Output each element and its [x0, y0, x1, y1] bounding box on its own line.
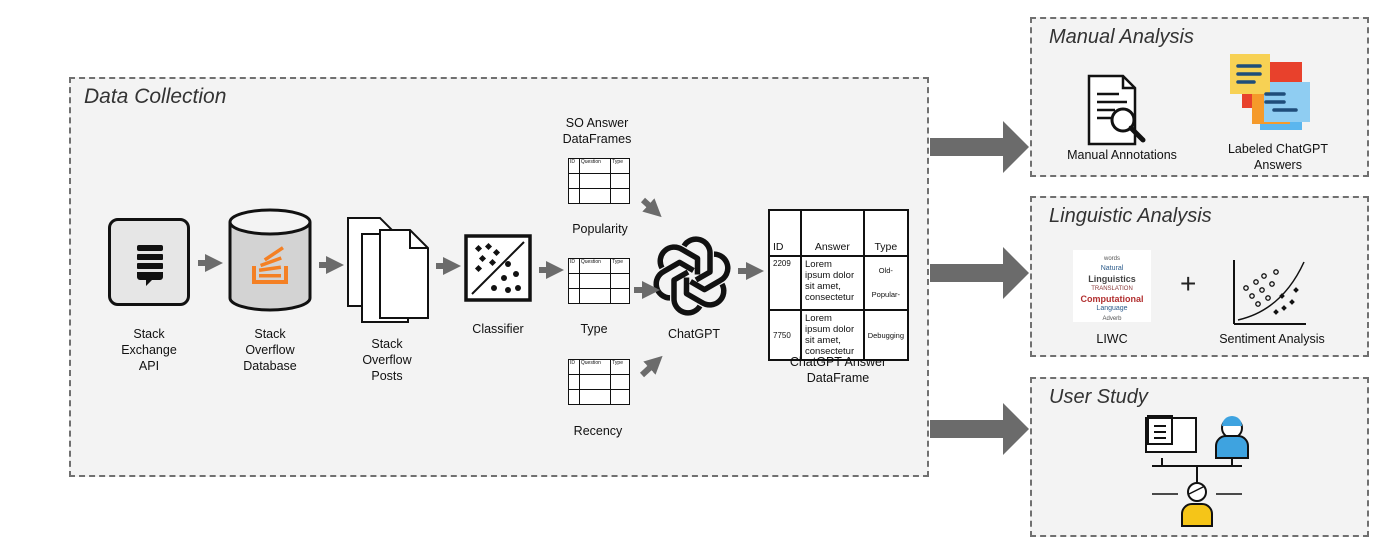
labeled-answers-label: Labeled ChatGPT Answers: [1227, 142, 1329, 172]
answer-table-header-answer: Answer: [800, 209, 865, 257]
sentiment-analysis-label: Sentiment Analysis: [1219, 332, 1325, 346]
arrow-to-linguistic-analysis: [930, 247, 1029, 299]
participant-user-icon: [1215, 416, 1249, 459]
user-study-title: User Study: [1049, 386, 1148, 408]
manual-annotations-label: Manual Annotations: [1067, 148, 1177, 162]
liwc-label: LIWC: [1096, 332, 1128, 346]
stack-overflow-logo-icon: [252, 246, 288, 284]
user-study-icon: [1145, 415, 1249, 527]
popularity-label: Popularity: [572, 222, 628, 236]
stack-overflow-posts-label: Stack Overflow Posts: [362, 337, 412, 383]
chatgpt-answer-dataframe-label: ChatGPT Answer DataFrame: [789, 355, 887, 385]
manual-analysis-panel: [1030, 17, 1369, 177]
manual-analysis-title: Manual Analysis: [1049, 26, 1194, 48]
type-label: Type: [580, 322, 608, 336]
stack-exchange-api-label: Stack Exchange API: [121, 327, 177, 373]
so-answer-dataframes-label: SO Answer DataFrames: [562, 116, 632, 146]
manual-annotation-icon: [1087, 74, 1146, 146]
arrow-to-user-study: [930, 403, 1029, 455]
linguistic-analysis-title: Linguistic Analysis: [1049, 205, 1212, 227]
recency-label: Recency: [573, 424, 623, 438]
stack-overflow-database-label: Stack Overflow Database: [243, 327, 297, 373]
arrow-popularity-to-chatgpt: [640, 197, 662, 218]
researcher-user-icon: [1181, 482, 1213, 527]
arrow-recency-to-chatgpt: [639, 355, 663, 378]
classifier-label: Classifier: [472, 322, 524, 336]
chatgpt-label: ChatGPT: [667, 327, 721, 341]
chatgpt-logo-icon: [653, 236, 731, 316]
answer-table-header-type: Type: [862, 209, 910, 257]
database-icon: [228, 208, 312, 312]
documents-icon: [347, 217, 429, 323]
answer-table-header-id: ID: [768, 209, 802, 257]
answer-table-cell-answer: Lorem ipsum dolor sit amet, consectetur: [800, 309, 865, 361]
labeled-notes-icon: [1230, 54, 1310, 130]
answer-table-cell-type: Old- Popular-: [862, 255, 910, 311]
stack-exchange-icon: [108, 218, 190, 306]
arrow-to-manual-analysis: [930, 121, 1029, 173]
answer-table-cell-id: 7750: [768, 309, 802, 361]
plus-sign: +: [1180, 268, 1197, 299]
answer-table-cell-type: Debugging: [862, 309, 910, 361]
chatgpt-answer-table: ID Answer Type 2209 Lorem ipsum dolor si…: [768, 209, 910, 361]
data-collection-title: Data Collection: [84, 85, 227, 108]
scatter-plot-icon: [1233, 260, 1306, 325]
answer-table-cell-id: 2209: [768, 255, 802, 311]
answer-table-cell-answer: Lorem ipsum dolor sit amet, consectetur: [800, 255, 865, 311]
classifier-icon: [464, 234, 532, 302]
liwc-word-cloud-image: words Natural Linguistics TRANSLATION Co…: [1073, 250, 1151, 322]
